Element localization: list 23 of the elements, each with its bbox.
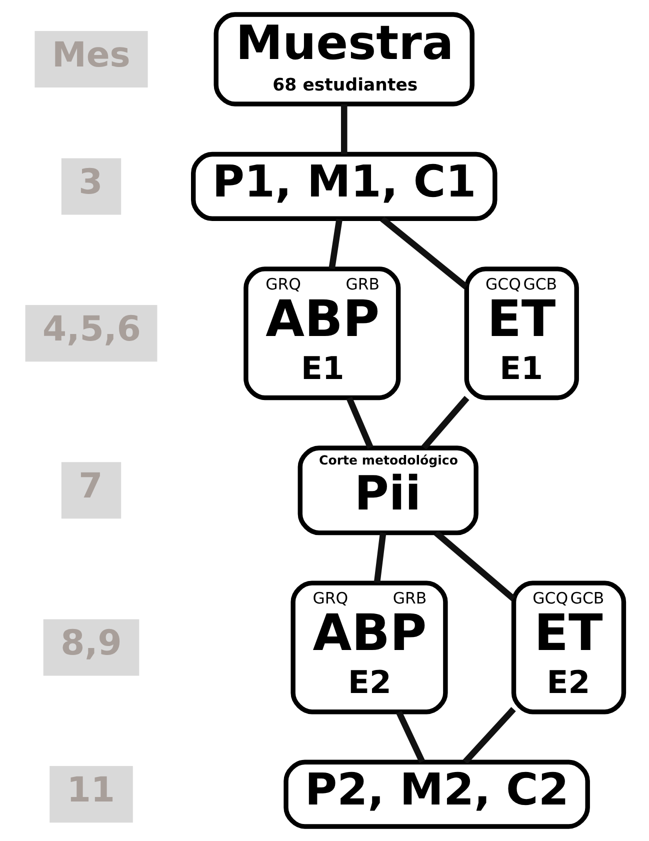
node-box: GCQ GCB ET E2 xyxy=(511,580,626,714)
connector xyxy=(341,104,348,154)
label: 7 xyxy=(78,466,103,507)
label: 3 xyxy=(78,162,103,203)
connector xyxy=(421,396,470,450)
label: 4,5,6 xyxy=(42,310,141,350)
connector xyxy=(462,707,516,764)
label: 11 xyxy=(66,770,115,811)
node-box: P2, M2, C2 xyxy=(284,760,590,829)
connector xyxy=(346,396,374,449)
node-box: Muestra 68 estudiantes xyxy=(214,12,474,106)
label: Mes xyxy=(52,35,130,76)
connector xyxy=(380,216,468,290)
connector xyxy=(396,710,426,764)
connector xyxy=(434,530,516,602)
node-box: Corte metodológico Pii xyxy=(298,446,478,536)
connector xyxy=(374,532,386,584)
connector xyxy=(328,218,342,270)
node-box: P1, M1, C1 xyxy=(191,152,498,222)
node-box: GCQ GCB ET E1 xyxy=(464,266,579,400)
node-box: GRQ GRB ABP E2 xyxy=(290,580,448,714)
node-box: GRQ GRB ABP E1 xyxy=(244,266,401,400)
label: 8,9 xyxy=(60,624,122,664)
